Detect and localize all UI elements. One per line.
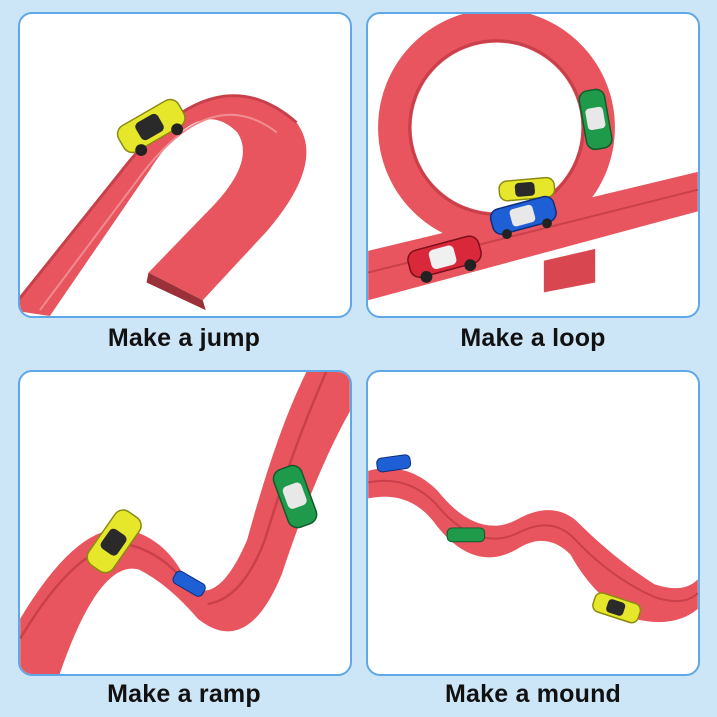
panel-jump: [18, 12, 352, 318]
blue-car-icon: [489, 195, 557, 239]
yellow-car-icon: [116, 98, 186, 156]
loop-track: [378, 14, 615, 246]
caption-mound: Make a mound: [444, 680, 622, 708]
jump-track-illustration: [20, 94, 307, 316]
green-car-icon: [446, 527, 486, 543]
ramp-track-illustration: [20, 372, 350, 674]
caption-ramp: Make a ramp: [107, 680, 261, 708]
caption-jump: Make a jump: [107, 324, 261, 352]
jump-track: [20, 95, 307, 316]
panel-mound: [366, 370, 700, 676]
panel-loop: [366, 12, 700, 318]
loop-track-illustration: [368, 14, 698, 301]
yellow-car-icon: [592, 592, 642, 624]
mound-track-illustration: [368, 454, 698, 624]
caption-loop: Make a loop: [460, 324, 606, 352]
panel-ramp: [18, 370, 352, 676]
blue-car-icon: [172, 570, 206, 597]
green-car-icon: [272, 464, 318, 529]
red-car-icon: [407, 235, 482, 283]
ramp-track: [20, 372, 350, 674]
blue-car-icon: [376, 454, 412, 473]
green-car-icon: [578, 88, 613, 151]
yellow-car-icon: [86, 509, 142, 574]
mound-track: [368, 468, 698, 623]
yellow-car-icon: [498, 176, 556, 202]
